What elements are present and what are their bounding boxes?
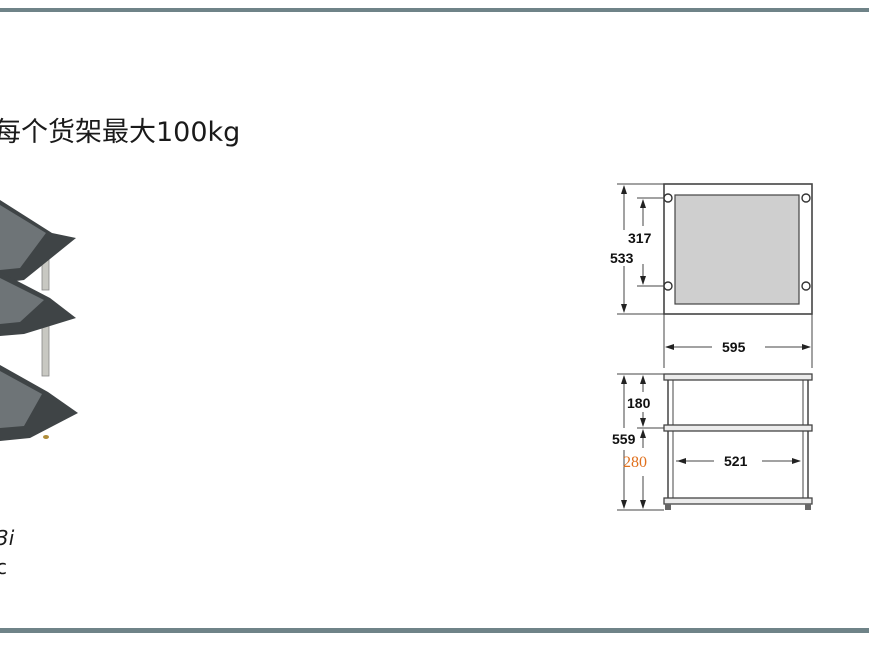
front-shelf	[663, 373, 813, 381]
dim-label-depth-inner: 317	[628, 230, 652, 246]
front-shelf	[663, 424, 813, 432]
dim-label-shelf-gap-lower: 280	[623, 454, 647, 471]
front-foot	[665, 504, 671, 510]
dim-label-width: 595	[722, 339, 746, 355]
front-shelf	[663, 497, 813, 505]
post-marker	[663, 193, 673, 203]
dim-label-inner-width: 521	[724, 453, 748, 469]
dim-label-height-total: 559	[612, 431, 636, 447]
top-view: 317 533 595	[610, 183, 813, 368]
post-marker	[801, 281, 811, 291]
dim-label-shelf-gap-upper: 180	[627, 395, 651, 411]
top-frame-bar	[0, 8, 869, 12]
bottom-frame-bar	[0, 628, 869, 633]
post-marker	[663, 281, 673, 291]
post-marker	[801, 193, 811, 203]
front-view: 180 559 280 521	[612, 373, 813, 511]
cropped-caption-line-2: c	[0, 555, 7, 579]
dim-label-depth-outer: 533	[610, 250, 634, 266]
page-heading: 每个货架最大100kg	[0, 117, 241, 148]
front-foot	[805, 504, 811, 510]
top-view-shelf	[674, 194, 800, 305]
cropped-caption-line-1: 3i	[0, 526, 15, 550]
